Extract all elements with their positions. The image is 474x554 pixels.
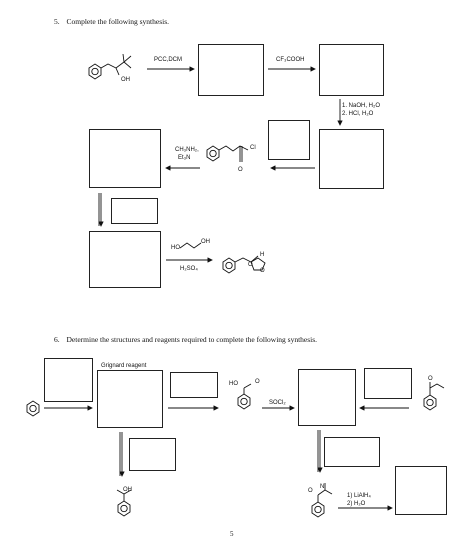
answer-box-q5-4[interactable] — [89, 129, 161, 188]
q5-text: Complete the following synthesis. — [66, 17, 170, 26]
q6-heading: 6. Determine the structures and reagents… — [54, 335, 317, 344]
tertiary-alcohol — [116, 489, 132, 517]
answer-box-q5-reagent-2[interactable] — [111, 198, 158, 224]
answer-box-q5-5[interactable] — [89, 231, 161, 288]
answer-box-q5-reagent-1[interactable] — [268, 120, 310, 160]
answer-box-q6-3[interactable] — [170, 372, 218, 398]
q5-heading: 5. Complete the following synthesis. — [54, 17, 169, 26]
start-molecule-q5 — [88, 53, 132, 80]
label-cl: Cl — [250, 145, 256, 151]
label-oh-alcohol: OH — [123, 487, 132, 493]
label-oh-start: OH — [121, 77, 130, 83]
reagent-amine-1: CH₃NH₂, — [175, 147, 199, 153]
reagent-acid: H₂SO₄ — [180, 266, 198, 272]
acetal-product — [222, 255, 266, 274]
reagent-pcc: PCC,DCM — [154, 57, 182, 63]
reagent-amine-2: Et₃N — [178, 155, 191, 161]
label-ho-acid: HO — [229, 381, 238, 387]
answer-box-q6-6[interactable] — [129, 438, 176, 471]
answer-box-q6-5[interactable] — [364, 368, 412, 399]
answer-box-q5-1[interactable] — [198, 44, 264, 96]
reagent-naoh-1: 1. NaOH, H₂O — [342, 103, 381, 109]
answer-box-q6-7[interactable] — [324, 437, 380, 467]
n-methyl-benzamide — [311, 483, 333, 518]
q6-number: 6. — [54, 335, 60, 344]
reagent-diol-oh: OH — [201, 239, 210, 245]
label-o-acid: O — [255, 379, 260, 385]
acyl-chloride — [206, 145, 249, 162]
q6-text: Determine the structures and reagents re… — [66, 335, 318, 344]
answer-box-q6-1[interactable] — [44, 358, 93, 402]
answer-box-q5-3[interactable] — [319, 129, 384, 189]
reagent-lialh4-1: 1) LiAlH₄ — [347, 493, 371, 499]
answer-box-q6-4[interactable] — [298, 369, 356, 426]
reagent-naoh-2: 2. HCl, H₂O — [342, 111, 374, 117]
reagent-tfa: CF₃COOH — [276, 57, 305, 63]
label-o-acetal-2: O — [260, 268, 265, 274]
label-n-amide: N — [320, 484, 325, 490]
reagent-lialh4-2: 2) H₂O — [347, 501, 366, 507]
answer-box-q5-2[interactable] — [319, 44, 384, 96]
label-o-amide: O — [308, 488, 313, 494]
label-h-acetal: H — [260, 252, 265, 258]
propiophenone — [423, 382, 445, 411]
benzene-start — [26, 400, 40, 417]
reagent-socl2: SOCl₂ — [269, 400, 286, 406]
benzoic-acid — [237, 383, 252, 410]
answer-box-q6-2[interactable] — [97, 370, 163, 428]
reagent-diol-ho: HO — [171, 245, 180, 251]
ethylene-glycol — [179, 242, 202, 249]
q5-number: 5. — [54, 17, 60, 26]
label-o-acetal-1: O — [248, 262, 253, 268]
label-o-ketone: O — [428, 376, 433, 382]
reagent-grignard: Grignard reagent — [101, 363, 147, 369]
answer-box-q6-8[interactable] — [395, 466, 447, 515]
label-o-acyl: O — [238, 167, 243, 173]
page-number: 5 — [230, 530, 234, 538]
